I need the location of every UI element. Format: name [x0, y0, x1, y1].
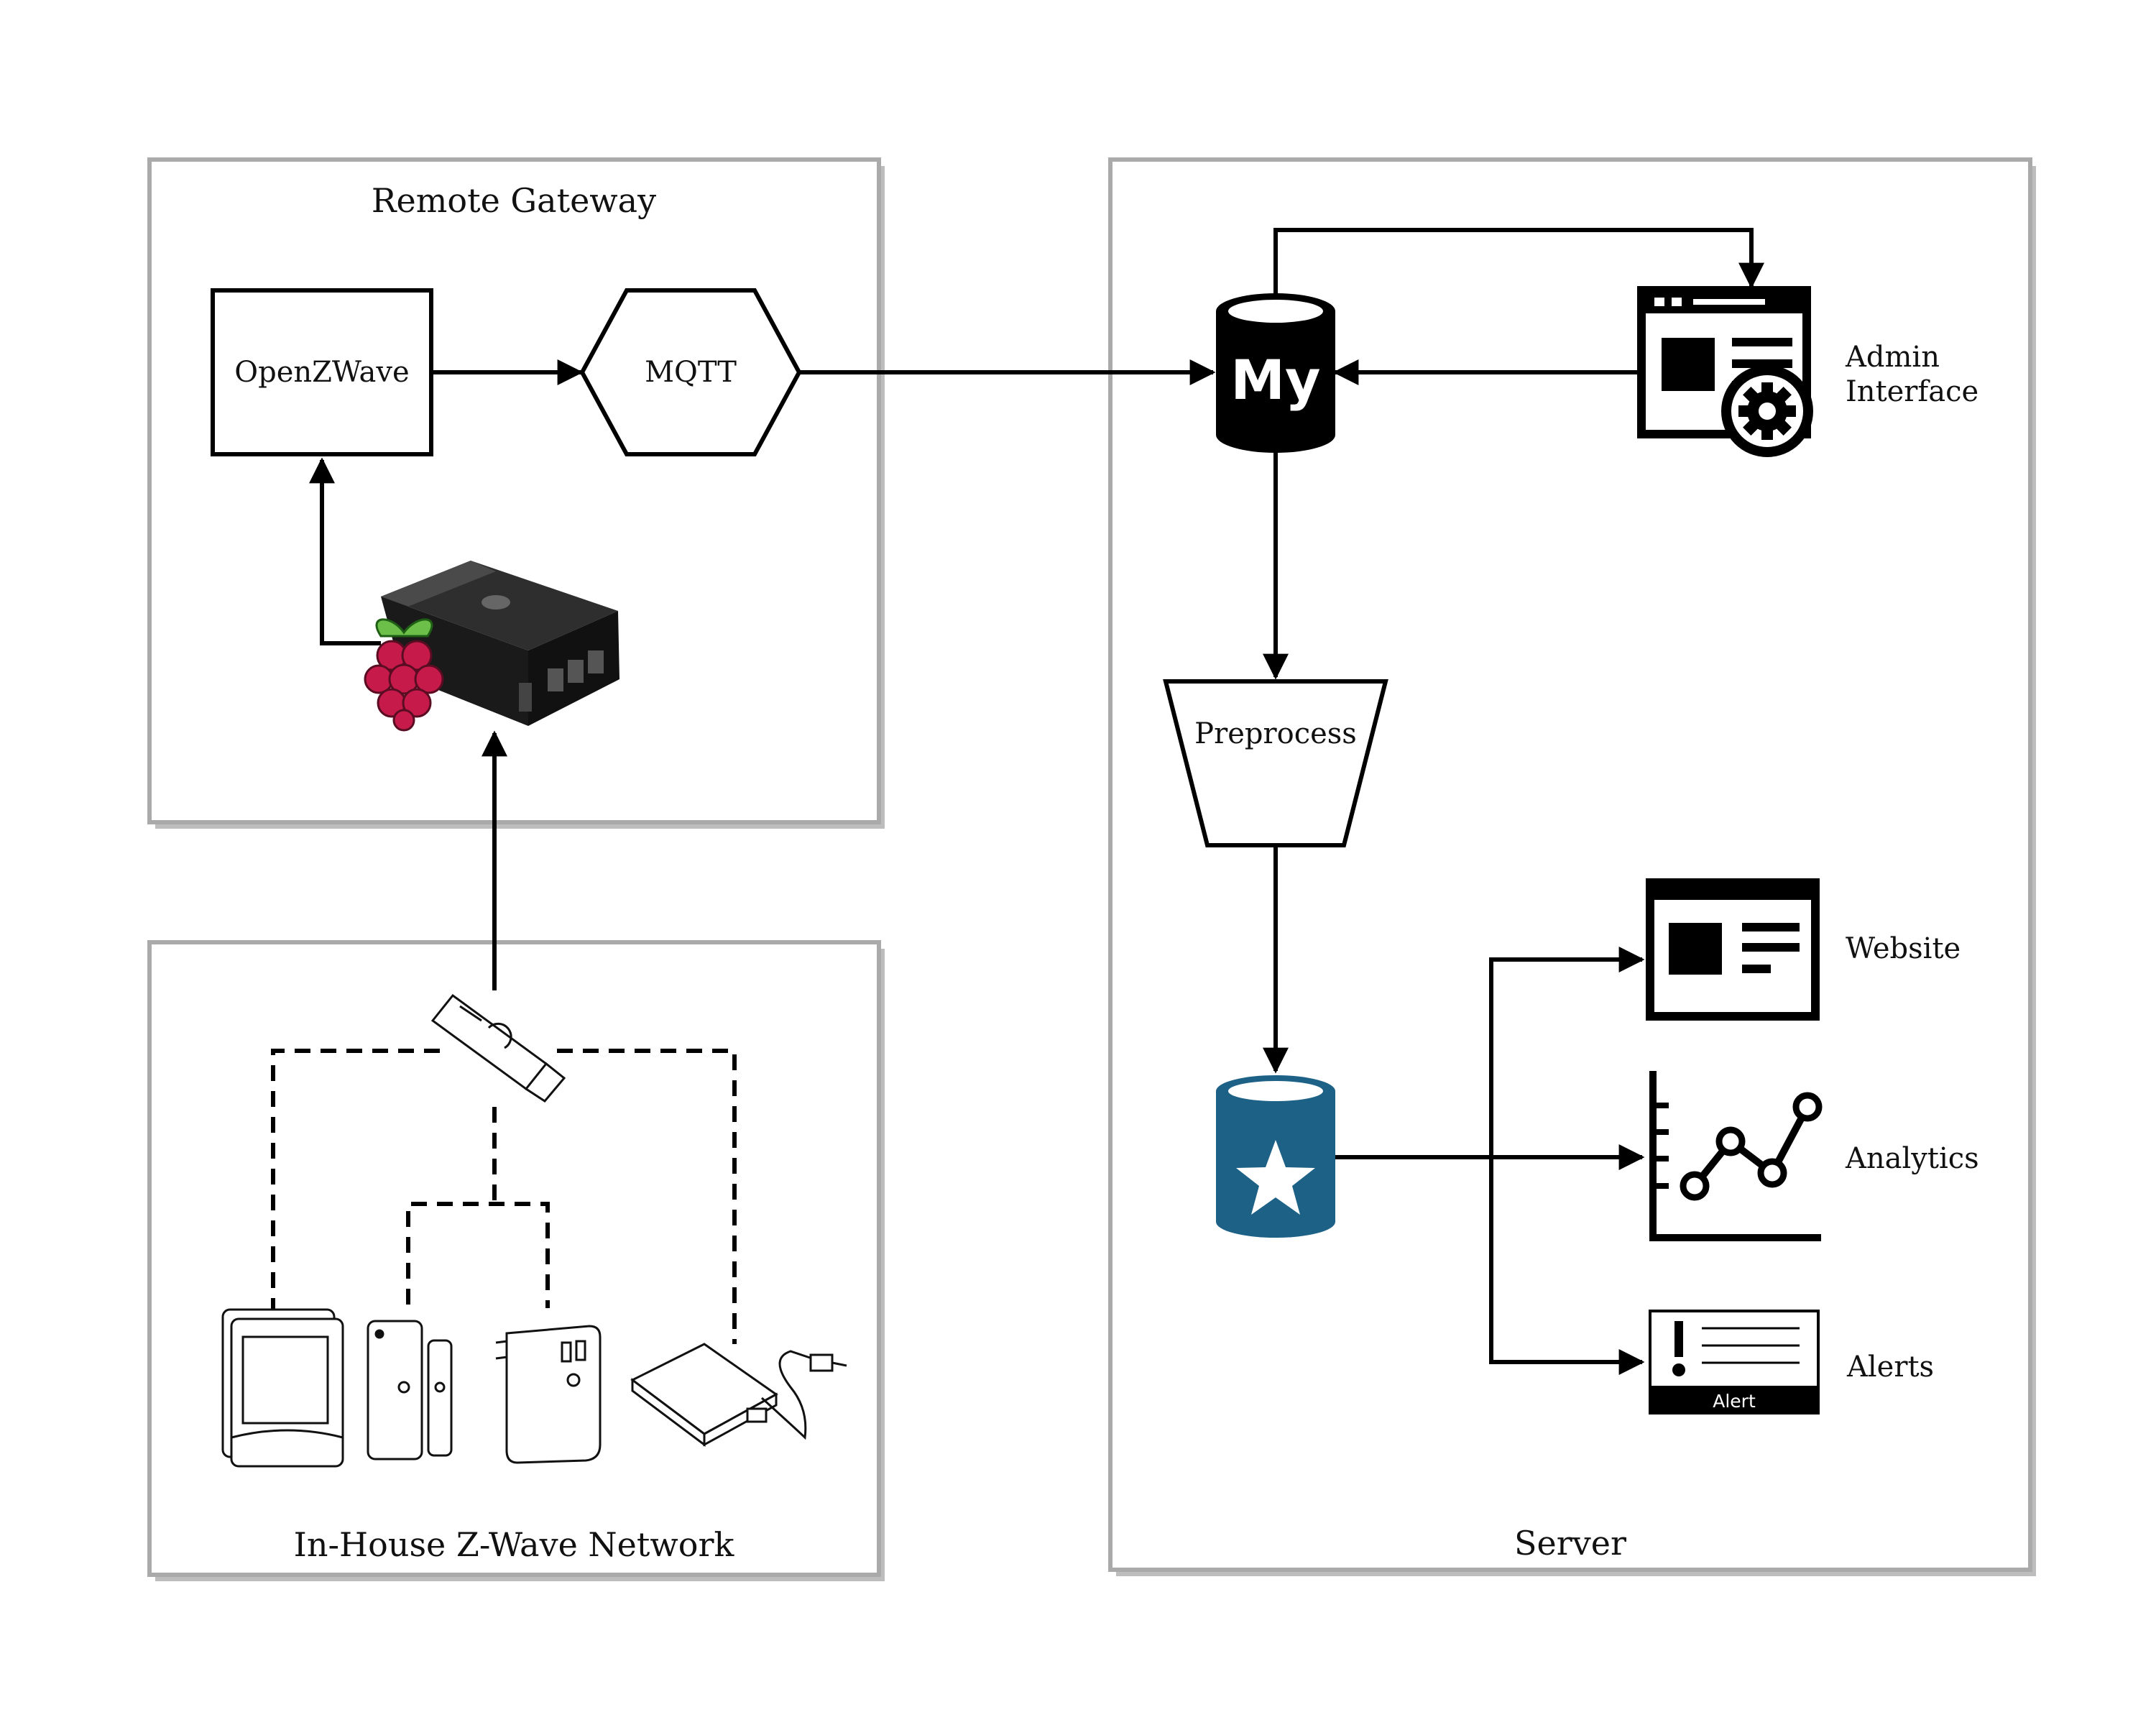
admin-interface-label-line2: Interface	[1846, 375, 1978, 408]
panel-title-in-house-network: In-House Z-Wave Network	[294, 1525, 735, 1564]
mqtt-hexagon: MQTT	[579, 288, 802, 456]
browser-window-icon	[1646, 878, 1820, 1021]
alert-card-icon: Alert	[1649, 1310, 1820, 1414]
openzwave-label: OpenZWave	[234, 356, 409, 389]
connectors	[309, 228, 1764, 1375]
edge-pi-openzwave	[309, 457, 381, 645]
panel-title-server: Server	[1514, 1524, 1626, 1563]
link-water-sensor	[557, 1049, 737, 1344]
raspberry-icon	[364, 618, 444, 732]
link-door-plug	[406, 1202, 550, 1308]
mysql-logo-text: My	[1230, 348, 1320, 412]
browser-gear-icon	[1637, 286, 1813, 457]
openzwave-box: OpenZWave	[211, 288, 433, 456]
star-database-icon	[1216, 1075, 1335, 1238]
zwave-links	[271, 1049, 737, 1344]
panel-remote-gateway: Remote Gateway	[147, 157, 885, 829]
alerts-label: Alerts	[1846, 1351, 1934, 1384]
mqtt-label: MQTT	[645, 356, 737, 389]
alert-badge-text: Alert	[1713, 1391, 1756, 1412]
motion-sensor-icon	[221, 1308, 344, 1468]
edge-mysql-admin	[1273, 228, 1764, 295]
preprocess-funnel: Preprocess	[1163, 679, 1388, 847]
link-motion-sensor	[271, 1049, 440, 1310]
mysql-database-icon: My	[1216, 293, 1335, 453]
admin-interface-label-line1: Admin	[1845, 341, 1940, 374]
panel-title-remote-gateway: Remote Gateway	[372, 181, 656, 220]
door-sensor-icon	[367, 1320, 453, 1460]
preprocess-label: Preprocess	[1194, 717, 1357, 750]
water-sensor-icon	[630, 1343, 847, 1447]
line-chart-icon	[1649, 1071, 1823, 1241]
analytics-label: Analytics	[1845, 1142, 1979, 1175]
panel-in-house-network: In-House Z-Wave Network	[147, 940, 885, 1581]
usb-zwave-stick-icon	[430, 993, 566, 1103]
edge-branch-alerts	[1489, 1157, 1645, 1375]
smart-plug-icon	[495, 1325, 602, 1464]
website-label: Website	[1846, 932, 1961, 965]
